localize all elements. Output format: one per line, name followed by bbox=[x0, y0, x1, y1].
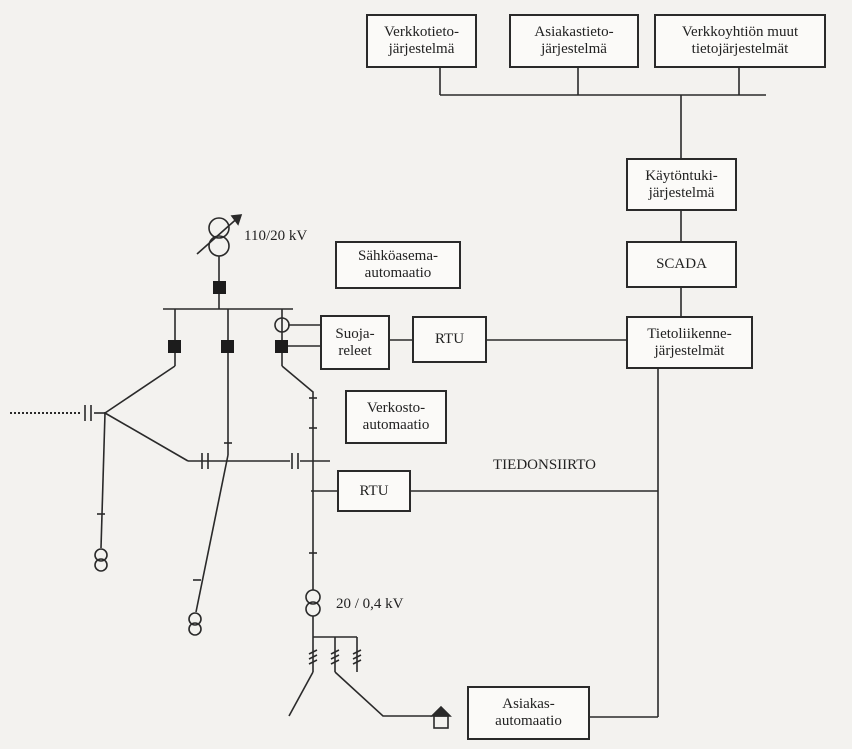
rtu-station-box: RTU bbox=[412, 316, 487, 363]
feeder-left-path bbox=[104, 365, 176, 415]
rtu-network-box: RTU bbox=[337, 470, 411, 512]
transformer-adjust-arrow bbox=[196, 214, 242, 255]
disconnector-tie-1 bbox=[201, 453, 209, 469]
dist-transformer-lower bbox=[94, 558, 108, 572]
tietoliikenne-box: Tietoliikenne- järjestelmät bbox=[626, 316, 753, 369]
main-transformer-label: 110/20 kV bbox=[244, 228, 308, 244]
breaker-feeder-left bbox=[168, 340, 181, 353]
feeder-right-path bbox=[281, 365, 314, 590]
breaker-main bbox=[213, 281, 226, 294]
verkkoyhtio-box: Verkkoyhtiön muut tietojärjestelmät bbox=[654, 14, 826, 68]
kaytontuki-box: Käytöntuki- järjestelmä bbox=[626, 158, 737, 211]
dist-transformer-label: 20 / 0,4 kV bbox=[336, 596, 404, 612]
sahkoasema-box: Sähköasema- automaatio bbox=[335, 241, 461, 289]
dist-transformer-upper bbox=[305, 589, 321, 605]
arrow-head bbox=[230, 214, 243, 226]
breaker-feeder-middle bbox=[221, 340, 234, 353]
branch bbox=[195, 454, 229, 613]
asiakas-box: Asiakas- automaatio bbox=[467, 686, 590, 740]
asiakastieto-box: Asiakastieto- järjestelmä bbox=[509, 14, 639, 68]
tiedonsiirto-label: TIEDONSIIRTO bbox=[493, 457, 596, 473]
transformer-main-winding-upper bbox=[208, 217, 230, 239]
current-transformer bbox=[274, 317, 290, 333]
suojareleet-box: Suoja- releet bbox=[320, 315, 390, 370]
transformer-main-winding-lower bbox=[208, 235, 230, 257]
house-icon bbox=[430, 705, 452, 717]
house-body bbox=[433, 715, 449, 729]
disconnector-left bbox=[84, 405, 92, 421]
lv-cable bbox=[288, 671, 314, 717]
lv-cable-house bbox=[334, 671, 432, 717]
dist-transformer-upper bbox=[188, 612, 202, 626]
scada-box: SCADA bbox=[626, 241, 737, 288]
verkkotieto-box: Verkkotieto- järjestelmä bbox=[366, 14, 477, 68]
disconnector-tie-2 bbox=[291, 453, 299, 469]
verkosto-box: Verkosto- automaatio bbox=[345, 390, 447, 444]
dist-transformer-lower bbox=[188, 622, 202, 636]
dist-transformer-upper bbox=[94, 548, 108, 562]
lv-fuse-marks bbox=[308, 649, 362, 665]
breaker-feeder-right bbox=[275, 340, 288, 353]
branch bbox=[100, 412, 106, 549]
branch bbox=[104, 412, 189, 462]
